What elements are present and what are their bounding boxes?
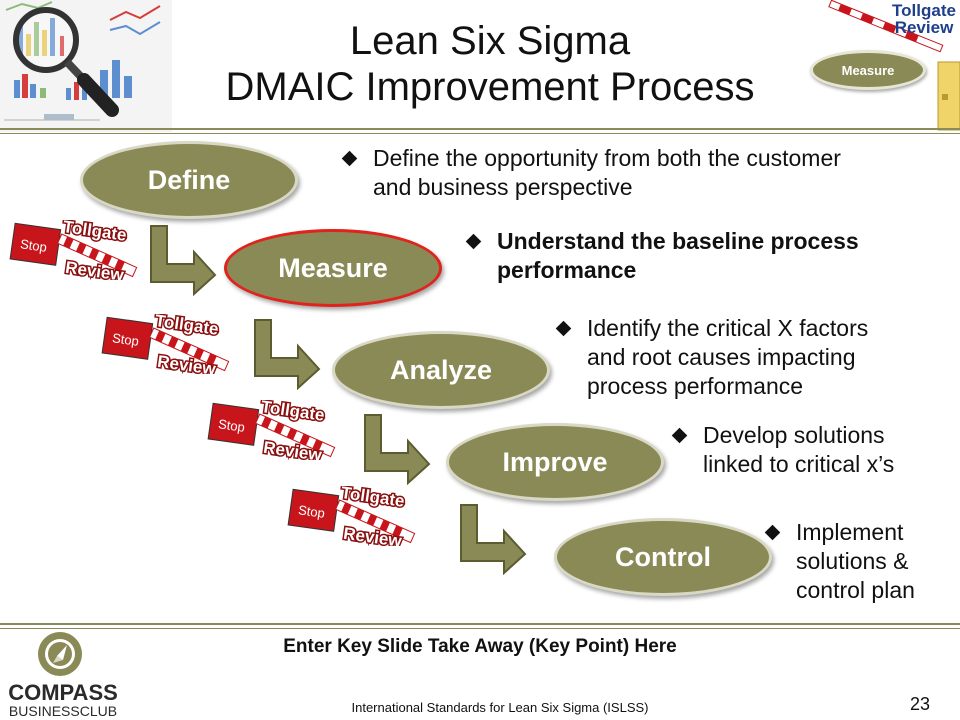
flow-arrow-4-icon (460, 504, 527, 575)
tollgate-stop-text: Stop (217, 416, 246, 435)
current-phase-badge: Measure (810, 50, 926, 90)
phase-define[interactable]: Define (80, 141, 298, 219)
bullet-line: control plan (796, 577, 915, 603)
flow-arrow-2-icon (254, 319, 321, 390)
bullet-line: linked to critical x’s (703, 451, 895, 477)
title-line-2: DMAIC Improvement Process (225, 65, 755, 109)
corner-tollgate-sign: Measure Tollgate Review (800, 0, 960, 132)
bullet-line: performance (497, 257, 637, 283)
compass-icon (38, 632, 82, 676)
phase-improve[interactable]: Improve (446, 423, 664, 501)
footer-divider (0, 623, 960, 629)
company-logo: COMPASS BUSINESSCLUB (4, 630, 122, 719)
diamond-bullet-icon (671, 427, 688, 444)
phase-control[interactable]: Control (554, 518, 772, 596)
bullet-line: process performance (587, 373, 804, 399)
key-takeaway[interactable]: Enter Key Slide Take Away (Key Point) He… (283, 636, 677, 657)
bullet-analyze: Identify the critical X factors and root… (555, 314, 947, 401)
bullet-control: Implement solutions & control plan (764, 518, 956, 605)
flow-arrow-3-icon (364, 414, 431, 485)
tollgate-stop-text: Stop (297, 502, 326, 521)
bullet-line: Identify the critical X factors (587, 315, 869, 341)
diamond-bullet-icon (764, 524, 781, 541)
corner-tollgate-line-1: Tollgate (892, 1, 956, 20)
tollgate-stop-text: Stop (111, 330, 140, 349)
flow-arrow-1-icon (150, 225, 217, 296)
bullet-define: Define the opportunity from both the cus… (341, 144, 933, 202)
barrier-gate-icon (828, 0, 960, 131)
corner-tollgate-line-2: Review (894, 18, 954, 37)
diamond-bullet-icon (465, 233, 482, 250)
corner-tollgate-label: Tollgate Review (890, 2, 958, 36)
diamond-bullet-icon (555, 320, 572, 337)
footer-organization: International Standards for Lean Six Sig… (351, 700, 649, 715)
logo-text-businessclub: BUSINESSCLUB (8, 703, 118, 719)
bullet-line: solutions & (796, 548, 909, 574)
logo-text-compass: COMPASS (8, 680, 118, 705)
phase-measure[interactable]: Measure (224, 229, 442, 307)
slide-title: Lean Six Sigma DMAIC Improvement Process (190, 18, 790, 110)
bullet-line: Implement (796, 519, 904, 545)
bullet-line: Understand the baseline process (497, 228, 859, 254)
header-divider (0, 128, 960, 134)
bullet-measure: Understand the baseline process performa… (465, 227, 937, 285)
diamond-bullet-icon (341, 150, 358, 167)
bullet-line: Define the opportunity from both the cus… (373, 145, 841, 171)
bullet-line: Develop solutions (703, 422, 885, 448)
header-chart-illustration (0, 0, 172, 132)
tollgate-stop-3: Stop Tollgate Review (207, 400, 336, 460)
bullet-improve: Develop solutions linked to critical x’s (671, 421, 953, 479)
page-number: 23 (909, 694, 931, 714)
tollgate-stop-4: Stop Tollgate Review (287, 486, 416, 546)
tollgate-stop-1: Stop Tollgate Review (9, 220, 138, 280)
phase-analyze[interactable]: Analyze (332, 331, 550, 409)
tollgate-stop-2: Stop Tollgate Review (101, 314, 230, 374)
magnifier-chart-icon (0, 0, 172, 132)
tollgate-stop-text: Stop (19, 236, 48, 255)
bullet-line: and root causes impacting (587, 344, 856, 370)
bullet-line: and business perspective (373, 174, 633, 200)
title-line-1: Lean Six Sigma (349, 19, 631, 63)
